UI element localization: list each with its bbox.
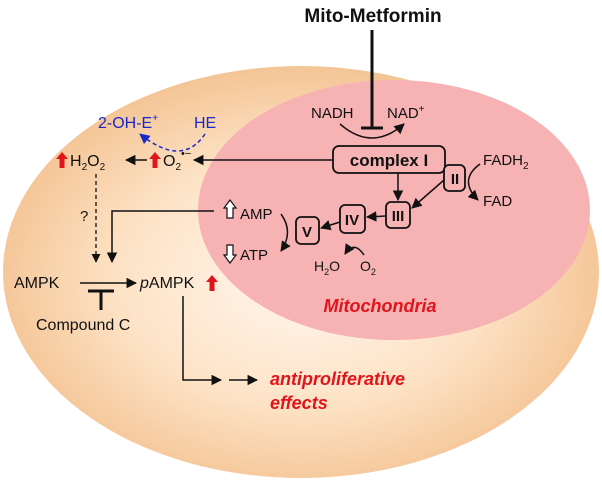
o2-to-h2o-arrow bbox=[344, 243, 365, 256]
pampk-label: pAMPK bbox=[139, 275, 195, 292]
nad-label: NAD+ bbox=[387, 104, 425, 122]
complex-iii-label: III bbox=[392, 208, 405, 225]
o2-label: O2 bbox=[360, 258, 376, 277]
complex-iv-to-v-arrow bbox=[319, 220, 341, 231]
compound-c-label: Compound C bbox=[36, 317, 130, 334]
mitochondria-label: Mitochondria bbox=[324, 296, 437, 316]
ampk-label: AMPK bbox=[14, 275, 60, 292]
complex-i-label: complex I bbox=[350, 151, 428, 170]
complex-iii-to-iv-arrow bbox=[365, 211, 387, 222]
fadh2-label: FADH2 bbox=[483, 152, 529, 172]
complex-iv-box bbox=[339, 204, 366, 234]
fadh2-to-fad-arrow bbox=[467, 163, 481, 201]
atp-down-open-arrow bbox=[222, 244, 238, 264]
h2o-label: H2O bbox=[314, 258, 340, 277]
effects-line2: effects bbox=[270, 393, 328, 413]
complex-ii-label: II bbox=[451, 171, 459, 188]
superoxide-label: O2•− bbox=[163, 148, 191, 173]
he-label: HE bbox=[194, 115, 216, 132]
complex-v-label: V bbox=[302, 224, 312, 241]
complex-iii-box bbox=[385, 201, 411, 229]
pampk-to-effects-arrow bbox=[182, 296, 223, 386]
fad-label: FAD bbox=[483, 193, 512, 210]
nadh-to-nad-arrow bbox=[339, 123, 405, 139]
he-to-oh-e-arrow bbox=[139, 133, 206, 152]
effects-line1: antiproliferative bbox=[270, 369, 405, 389]
atp-synthesis-arrow bbox=[280, 213, 291, 252]
nadh-label: NADH bbox=[311, 105, 354, 122]
amp-up-open-arrow bbox=[222, 199, 238, 219]
complex-ii-to-iii-arrow bbox=[411, 179, 445, 209]
complex-v-box bbox=[295, 216, 320, 245]
amp-to-ampk-arrow bbox=[106, 210, 214, 264]
complex-iv-label: IV bbox=[345, 212, 359, 229]
atp-label: ATP bbox=[240, 247, 268, 264]
amp-label: AMP bbox=[240, 206, 273, 223]
question-mark: ? bbox=[80, 208, 88, 225]
mito-metformin-label: Mito-Metformin bbox=[304, 6, 441, 27]
oh-e-label: 2-OH-E+ bbox=[98, 113, 158, 132]
h2o2-label: H2O2 bbox=[70, 153, 106, 173]
complex-ii-box bbox=[443, 164, 466, 192]
